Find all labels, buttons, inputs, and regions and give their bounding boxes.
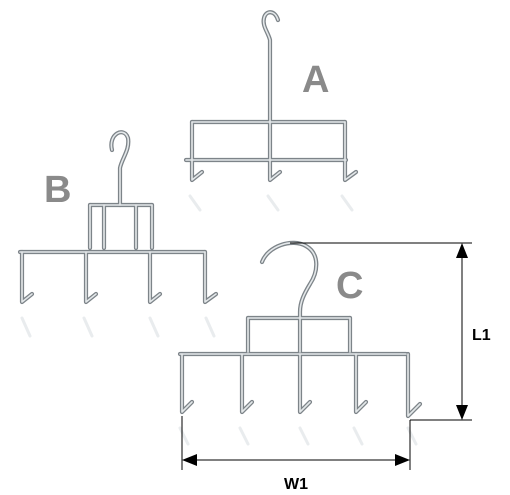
height-label: L1	[472, 327, 491, 344]
hanger-b-reflection	[20, 316, 216, 338]
hanger-a-label: A	[302, 59, 329, 101]
hanger-b: B	[17, 130, 219, 338]
hanger-c: C	[177, 240, 423, 446]
hanger-b-label: B	[44, 169, 71, 211]
hanger-b-wire	[17, 130, 219, 305]
hanger-c-reflection	[178, 426, 418, 446]
width-arrow-left-icon	[182, 454, 197, 466]
hanger-a-wire	[183, 10, 359, 183]
dimension-width: W1	[181, 416, 411, 493]
width-label: W1	[284, 476, 308, 493]
height-arrow-bottom-icon	[456, 405, 468, 420]
width-arrow-right-icon	[395, 454, 410, 466]
hanger-c-label: C	[336, 265, 363, 307]
hanger-a: A	[183, 10, 359, 212]
dimension-height: L1	[290, 242, 491, 421]
hanger-c-wire	[177, 240, 423, 419]
hanger-a-reflection	[188, 194, 354, 212]
height-arrow-top-icon	[456, 243, 468, 258]
